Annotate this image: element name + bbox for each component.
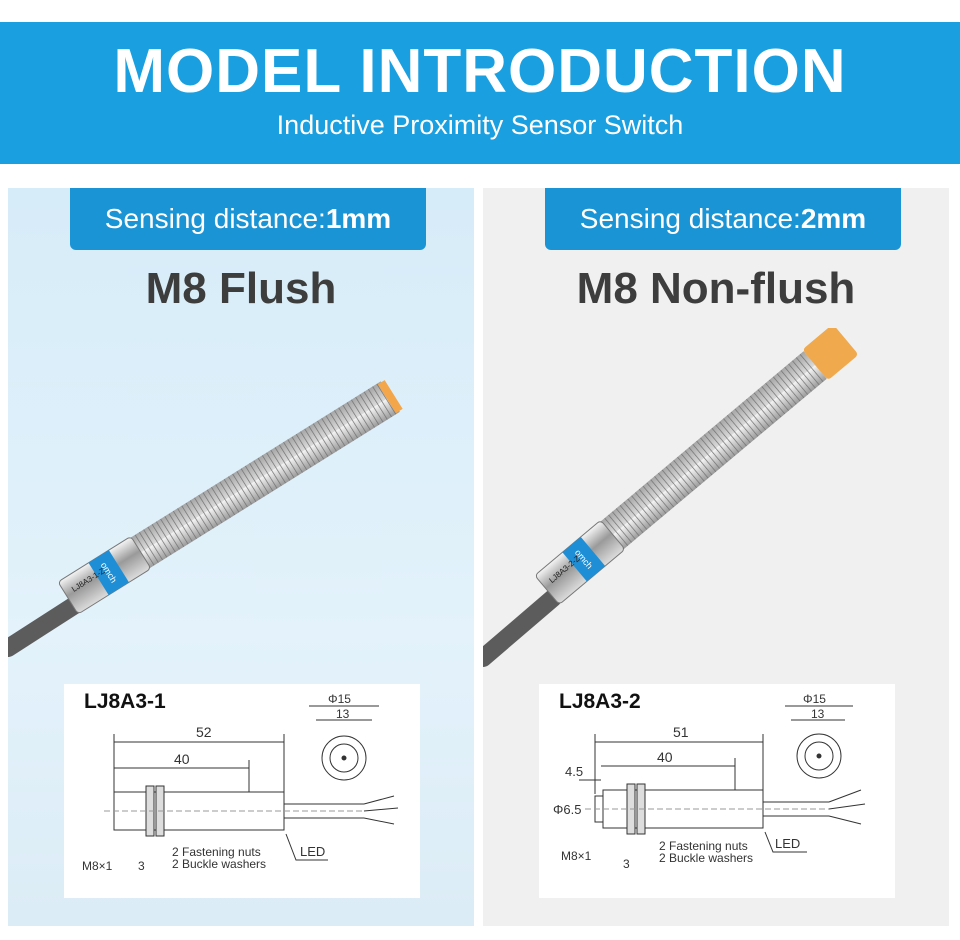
product-image-flush: omch LJ8A3-1-Z bbox=[8, 380, 403, 657]
note-buckle-washers: 2 Buckle washers bbox=[659, 851, 753, 865]
dim-body: 40 bbox=[657, 749, 673, 765]
sensing-label: Sensing distance: bbox=[579, 203, 801, 234]
sensing-distance-badge: Sensing distance:1mm bbox=[70, 188, 426, 250]
model-name: M8 Flush bbox=[145, 264, 337, 313]
model-card-non-flush: Sensing distance:2mm M8 Non-flush omch L… bbox=[483, 188, 949, 926]
page-title: MODEL INTRODUCTION bbox=[113, 37, 847, 106]
dim-diameter-inner: 13 bbox=[811, 707, 825, 721]
cable-wires bbox=[363, 795, 399, 825]
end-view-outer bbox=[321, 735, 367, 781]
sensing-distance-badge: Sensing distance:2mm bbox=[545, 188, 901, 250]
dim-total: 52 bbox=[196, 724, 212, 740]
led-label: LED bbox=[775, 836, 800, 851]
dimension-drawing-non-flush: LJ8A3-2 51 40 4.5 Φ6.5 M8×1 3 2 Fastenin… bbox=[539, 684, 895, 898]
model-card-flush: Sensing distance:1mm M8 Flush omch LJ8A3… bbox=[8, 188, 474, 926]
note-fastening-nuts: 2 Fastening nuts bbox=[659, 839, 748, 853]
dim-diameter-inner: 13 bbox=[336, 707, 350, 721]
dimension-drawing-flush: LJ8A3-1 52 40 M8×1 3 2 Fastening nuts 2 … bbox=[64, 684, 420, 898]
page-subtitle: Inductive Proximity Sensor Switch bbox=[276, 110, 684, 140]
drawing-title: LJ8A3-1 bbox=[84, 690, 166, 713]
note-fastening-nuts: 2 Fastening nuts bbox=[172, 845, 261, 859]
cable bbox=[8, 594, 87, 657]
drawing-title: LJ8A3-2 bbox=[559, 690, 641, 713]
brand-label bbox=[562, 536, 606, 582]
thread-spec: M8×1 bbox=[561, 849, 592, 863]
dim-diameter-outer: Φ15 bbox=[803, 692, 826, 706]
note-buckle-washers: 2 Buckle washers bbox=[172, 857, 266, 871]
sensing-value: 2mm bbox=[800, 203, 867, 234]
nut-gap: 3 bbox=[138, 859, 145, 873]
model-name: M8 Non-flush bbox=[576, 264, 856, 313]
dim-total: 51 bbox=[673, 724, 689, 740]
header-banner: MODEL INTRODUCTION Inductive Proximity S… bbox=[0, 22, 960, 164]
threaded-body bbox=[126, 381, 400, 571]
thread-spec: M8×1 bbox=[82, 859, 113, 873]
end-view-outer bbox=[796, 733, 842, 779]
dim-diameter-outer: Φ15 bbox=[328, 692, 351, 706]
dim-body: 40 bbox=[174, 751, 190, 767]
cable bbox=[483, 589, 562, 667]
led-label: LED bbox=[300, 844, 325, 859]
dim-head-diameter: Φ6.5 bbox=[553, 802, 581, 817]
product-image-non-flush: omch LJ8A3-2-Z bbox=[483, 328, 857, 667]
cable-wires bbox=[828, 789, 866, 825]
sensing-value: 1mm bbox=[325, 203, 392, 234]
sensing-face bbox=[377, 380, 403, 414]
threaded-body bbox=[596, 351, 827, 553]
nut-gap: 3 bbox=[623, 857, 630, 871]
sensing-label: Sensing distance: bbox=[104, 203, 326, 234]
brand-label bbox=[88, 550, 129, 596]
dim-head-length: 4.5 bbox=[565, 764, 583, 779]
sensing-cap bbox=[803, 328, 857, 379]
